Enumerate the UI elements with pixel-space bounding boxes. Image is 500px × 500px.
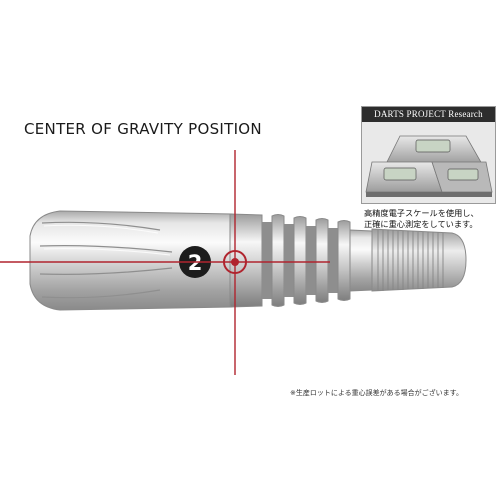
svg-text:2: 2 bbox=[188, 251, 203, 275]
caption-line-1: 高精度電子スケールを使用し、 bbox=[364, 208, 479, 218]
production-footnote: ※生産ロットによる重心誤差がある場合がございます。 bbox=[290, 389, 463, 397]
gravity-crosshair bbox=[0, 150, 330, 375]
barrel-flutes bbox=[39, 221, 173, 299]
digital-scale-photo bbox=[362, 122, 495, 203]
caption-line-2: 正確に重心測定をしています。 bbox=[364, 219, 478, 229]
barrel-knurled-section bbox=[371, 228, 467, 292]
barrel-rings bbox=[229, 213, 373, 308]
research-box-title: DARTS PROJECT Research bbox=[362, 107, 495, 122]
research-caption: 高精度電子スケールを使用し、 正確に重心測定をしています。 bbox=[364, 208, 498, 230]
headline: CENTER OF GRAVITY POSITION bbox=[24, 120, 262, 138]
research-box: DARTS PROJECT Research bbox=[361, 106, 496, 204]
